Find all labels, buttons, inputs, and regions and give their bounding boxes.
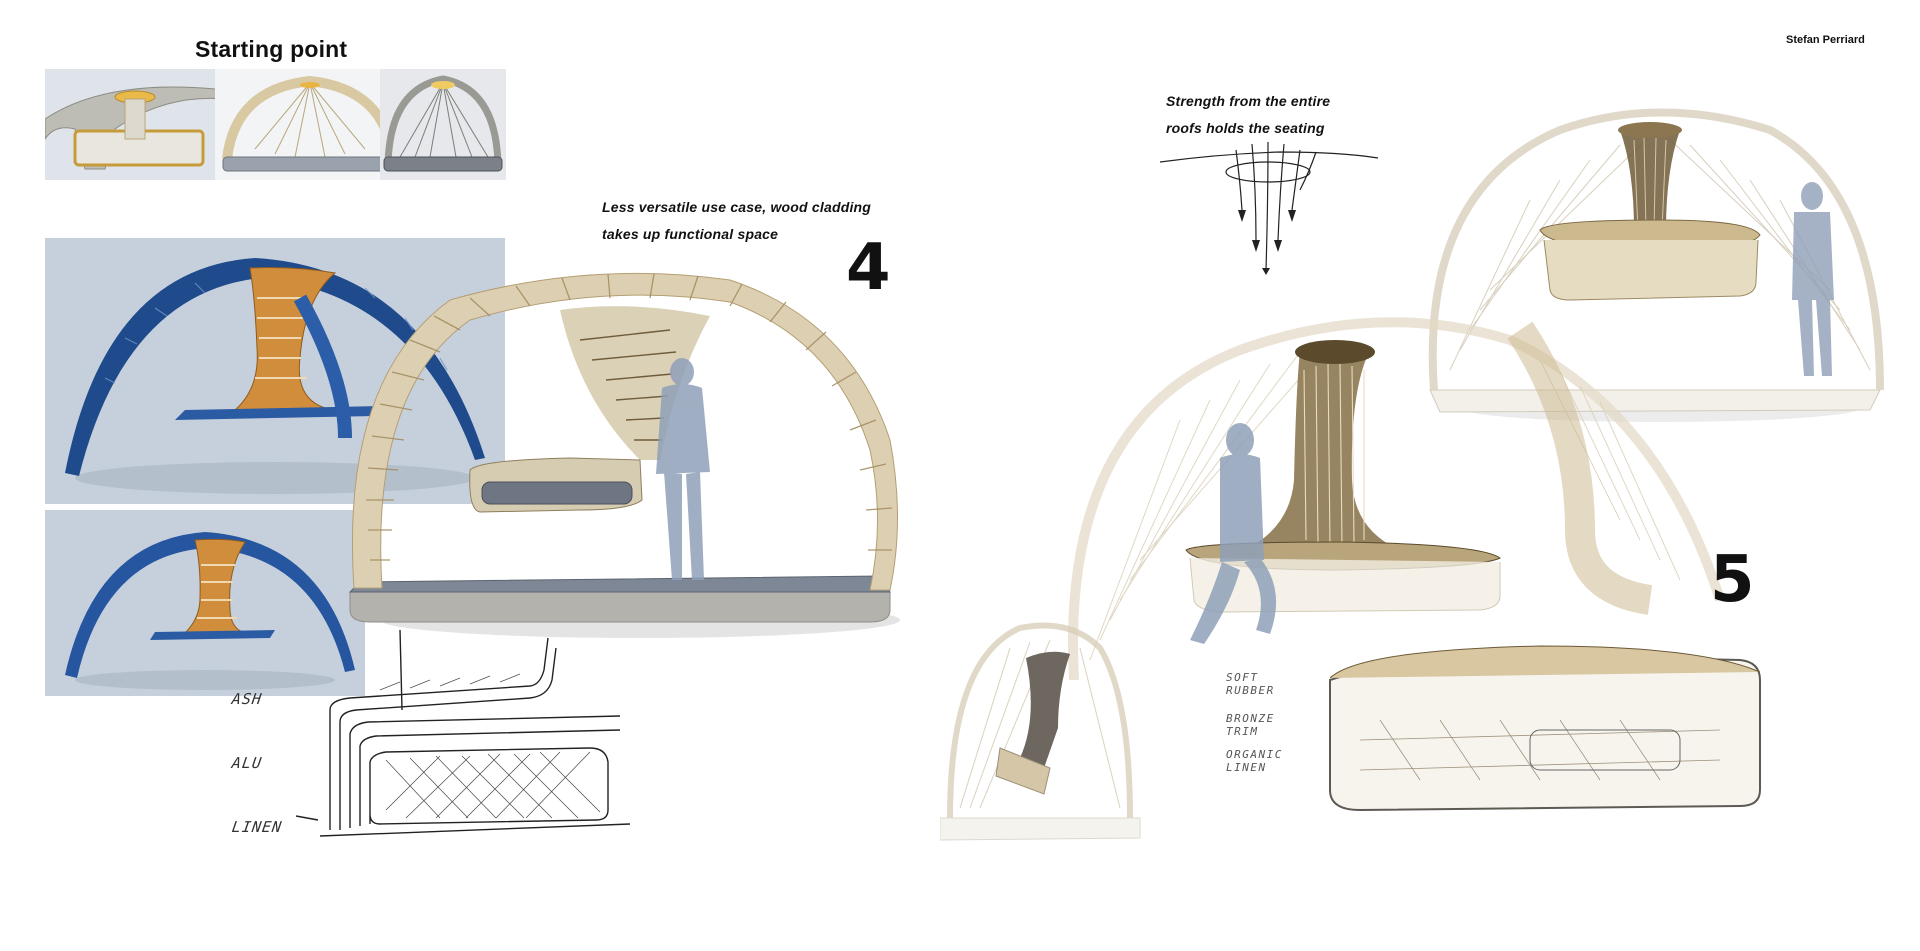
concept-5-note-line-1: Strength from the entire xyxy=(1166,93,1331,109)
concept-5-render-small xyxy=(940,618,1170,848)
material-note-organic-linen-line-1: ORGANIC xyxy=(1226,748,1283,761)
page-title: Starting point xyxy=(195,36,348,62)
material-note-organic-linen-line-2: LINEN xyxy=(1226,761,1267,774)
starting-thumb-1 xyxy=(45,69,225,180)
concept-4-note-line-1: Less versatile use case, wood cladding xyxy=(602,199,872,215)
material-note-soft-rubber-line-1: SOFT xyxy=(1226,671,1259,684)
concept-5-note-line-2: roofs holds the seating xyxy=(1166,120,1325,136)
author-name: Stefan Perriard xyxy=(1786,34,1865,46)
blue-concept-render-bottom xyxy=(45,510,365,696)
starting-thumb-2 xyxy=(215,69,405,180)
concept-4-material-sketch xyxy=(290,630,650,850)
concept-4-note-line-2: takes up functional space xyxy=(602,226,779,242)
material-note-bronze-trim-line-2: TRIM xyxy=(1226,725,1259,738)
material-note-bronze-trim: BRONZE TRIM xyxy=(1226,712,1275,738)
material-note-soft-rubber-line-2: RUBBER xyxy=(1226,684,1275,697)
force-diagram-sketch xyxy=(1160,140,1380,275)
material-note-soft-rubber: SOFT RUBBER xyxy=(1226,671,1275,697)
concept-4-shelter-render xyxy=(330,260,930,650)
concept-5-note: Strength from the entire roofs holds the… xyxy=(1166,88,1330,142)
sketch-label-ash: ASH xyxy=(230,690,264,708)
blue-concept-render-top xyxy=(45,238,505,504)
starting-thumb-3 xyxy=(380,69,506,180)
sketch-label-linen: LINEN xyxy=(230,818,284,836)
sketch-label-alu: ALU xyxy=(230,754,264,772)
material-note-bronze-trim-line-1: BRONZE xyxy=(1226,712,1275,725)
concept-4-note: Less versatile use case, wood cladding t… xyxy=(602,194,871,248)
concept-5-shelter-render xyxy=(1060,300,1820,820)
concept-4-number: 4 xyxy=(846,231,891,305)
material-note-organic-linen: ORGANIC LINEN xyxy=(1226,748,1283,774)
concept-5-number: 5 xyxy=(1710,543,1755,617)
